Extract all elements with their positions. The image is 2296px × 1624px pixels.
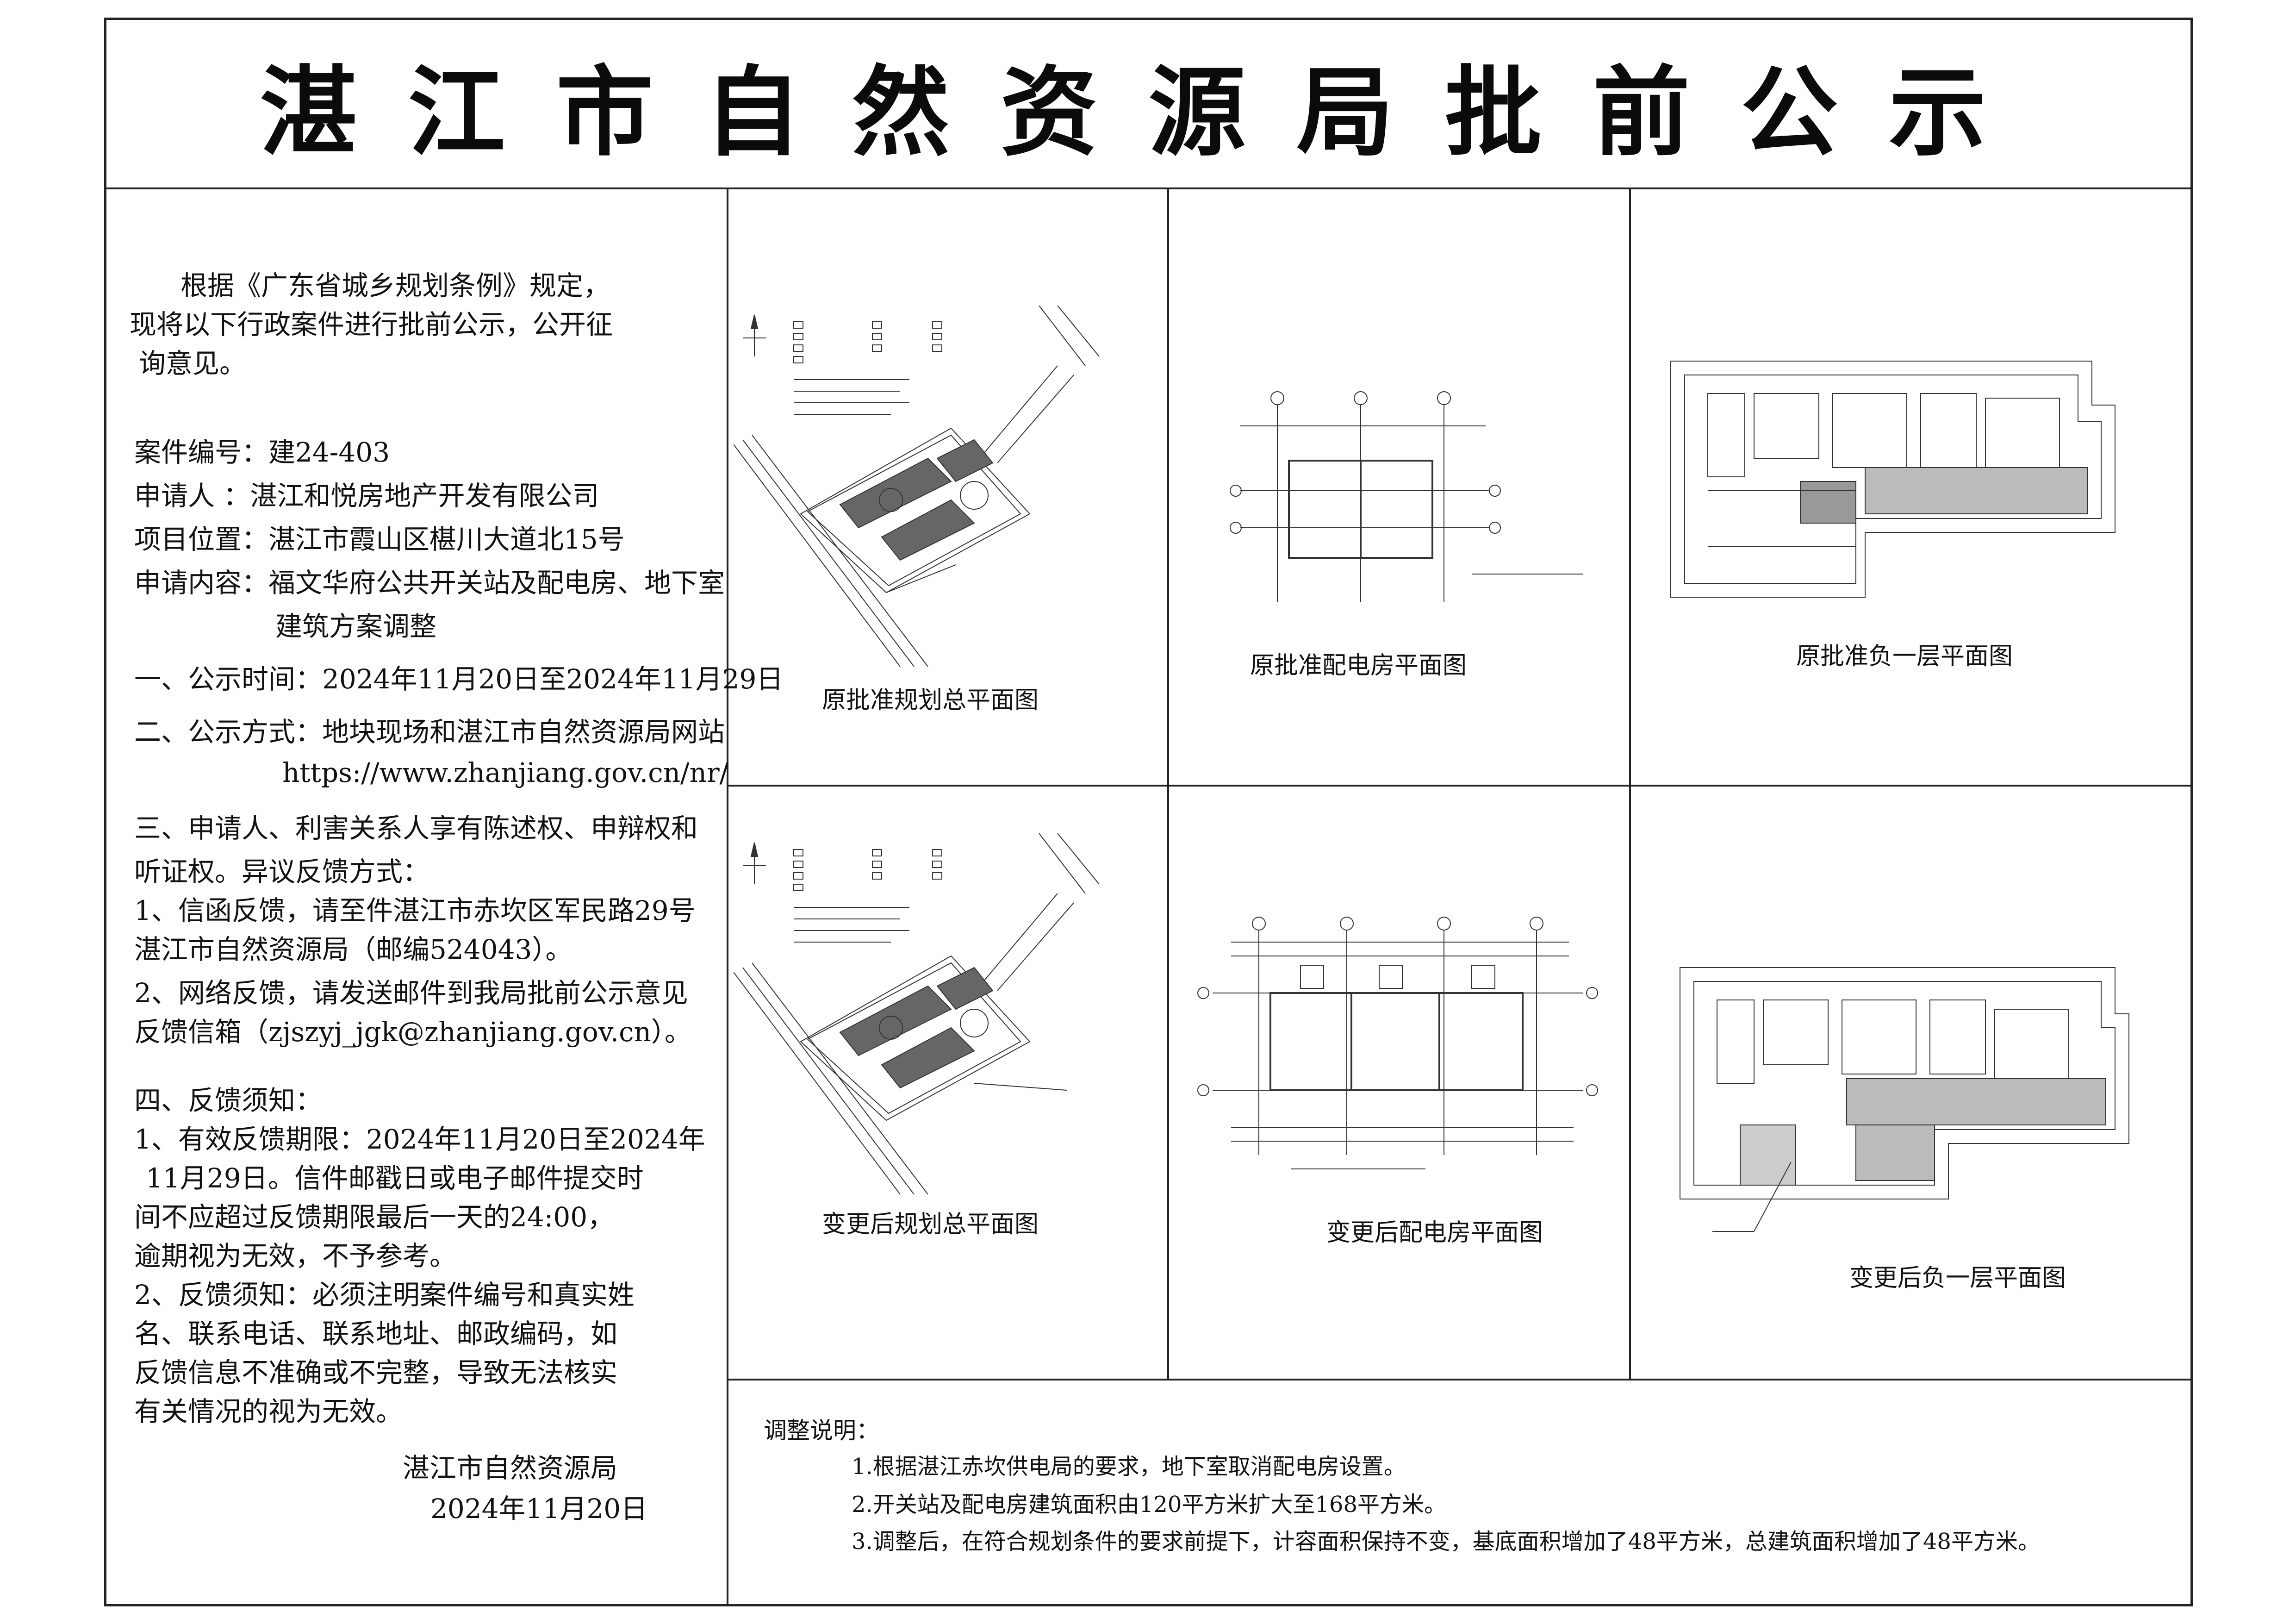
intro-line-2: 现将以下行政案件进行批前公示，公开征 (130, 309, 613, 340)
drawing-divider-2 (1629, 187, 1631, 1379)
title-divider (106, 187, 2192, 189)
project-location: 项目位置：湛江市霞山区椹川大道北15号 (134, 524, 625, 555)
feedback-line-8: 有关情况的视为无效。 (134, 1396, 403, 1427)
caption-orig-basement: 原批准负一层平面图 (1796, 643, 2013, 670)
rights-line-1: 三、申请人、利害关系人享有陈述权、申辩权和 (134, 812, 698, 844)
caption-new-basement: 变更后负一层平面图 (1849, 1264, 2066, 1292)
page-title: 湛江市自然资源局批前公示 (260, 56, 2037, 169)
north-arrow-icon (743, 842, 766, 884)
notice-method: 二、公示方式：地块现场和湛江市自然资源局网站 (134, 716, 725, 748)
intro-line-3: 询意见。 (139, 348, 247, 379)
north-arrow-icon (743, 314, 766, 356)
feedback-line-4: 逾期视为无效，不予参考。 (134, 1240, 457, 1272)
rights-line-4: 湛江市自然资源局（邮编524043）。 (134, 934, 572, 965)
notice-website: https://www.zhanjiang.gov.cn/nr/ (282, 757, 729, 788)
feedback-line-2: 11月29日。信件邮戳日或电子邮件提交时 (146, 1162, 644, 1194)
adjust-item-2: 2.开关站及配电房建筑面积由120平方米扩大至168平方米。 (852, 1492, 1447, 1518)
rights-line-2: 听证权。异议反馈方式： (134, 856, 430, 887)
adjust-item-1: 1.根据湛江赤坎供电局的要求，地下室取消配电房设置。 (852, 1454, 1406, 1480)
feedback-heading: 四、反馈须知： (134, 1085, 323, 1116)
new-site-plan-drawing (734, 833, 1100, 1194)
feedback-line-1: 1、有效反馈期限：2024年11月20日至2024年 (134, 1124, 705, 1155)
new-basement-drawing (1680, 967, 2129, 1232)
orig-power-room-drawing (1230, 391, 1583, 602)
new-power-room-drawing (1197, 917, 1598, 1169)
feedback-line-3: 间不应超过反馈期限最后一天的24:00， (134, 1201, 615, 1233)
adjust-title: 调整说明： (764, 1417, 879, 1444)
adjust-item-3: 3.调整后，在符合规划条件的要求前提下，计容面积保持不变，基底面积增加了48平方… (852, 1529, 2040, 1555)
left-column-divider (727, 187, 728, 1605)
drawing-row-divider (727, 785, 2192, 787)
application-content-cont: 建筑方案调整 (275, 611, 437, 642)
adjust-divider (727, 1379, 2192, 1380)
caption-orig-site: 原批准规划总平面图 (821, 687, 1039, 714)
caption-orig-power: 原批准配电房平面图 (1250, 652, 1467, 680)
signature-date: 2024年11月20日 (430, 1493, 648, 1524)
drawing-divider-1 (1167, 187, 1169, 1379)
feedback-line-6: 名、联系电话、联系地址、邮政编码，如 (134, 1318, 618, 1349)
orig-site-plan-drawing (734, 306, 1100, 667)
caption-new-site: 变更后规划总平面图 (821, 1211, 1039, 1238)
signature: 湛江市自然资源局 (403, 1452, 618, 1484)
rights-line-3: 1、信函反馈，请至件湛江市赤坎区军民路29号 (134, 895, 696, 926)
notice-period: 一、公示时间：2024年11月20日至2024年11月29日 (134, 663, 784, 695)
rights-line-5: 2、网络反馈，请发送邮件到我局批前公示意见 (134, 977, 688, 1009)
feedback-line-7: 反馈信息不准确或不完整，导致无法核实 (134, 1357, 618, 1388)
feedback-line-5: 2、反馈须知：必须注明案件编号和真实姓 (134, 1279, 635, 1311)
notice-frame (104, 18, 2193, 1606)
applicant: 申请人 ：湛江和悦房地产开发有限公司 (134, 480, 599, 512)
intro-line-1: 根据《广东省城乡规划条例》规定， (180, 270, 610, 301)
rights-line-6: 反馈信箱（zjszyj_jgk@zhanjiang.gov.cn）。 (134, 1016, 691, 1048)
application-content: 申请内容：福文华府公共开关站及配电房、地下室 (134, 567, 725, 599)
case-number: 案件编号：建24-403 (134, 437, 390, 468)
caption-new-power: 变更后配电房平面图 (1326, 1219, 1543, 1247)
orig-basement-drawing (1670, 361, 2116, 598)
